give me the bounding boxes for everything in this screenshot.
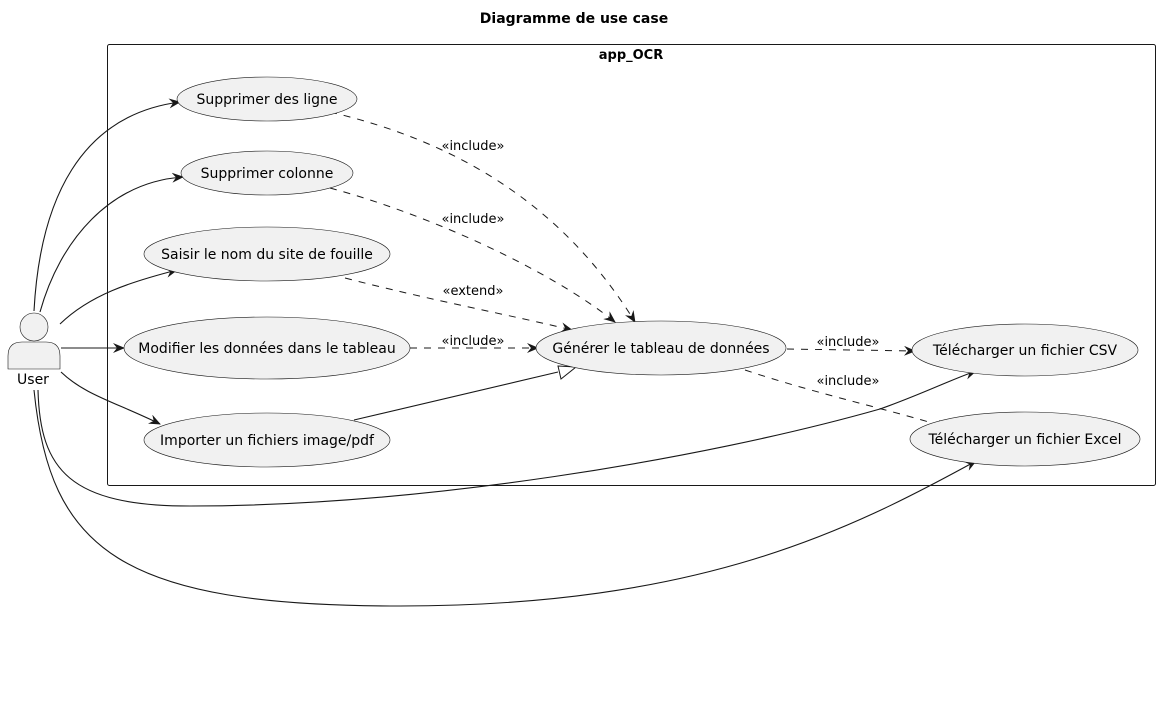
usecase-shape <box>123 316 411 380</box>
usecase-generer-tableau[interactable]: Générer le tableau de données <box>535 320 787 376</box>
usecase-supprimer-colonne[interactable]: Supprimer colonne <box>180 150 354 196</box>
usecase-label: Supprimer colonne <box>201 166 334 182</box>
generalization-arrowhead <box>557 365 578 380</box>
usecase-saisir-nom-site[interactable]: Saisir le nom du site de fouille <box>143 226 391 282</box>
system-boundary <box>107 44 1156 486</box>
usecase-shape <box>176 76 358 122</box>
actor-label: User <box>17 372 49 388</box>
usecase-telecharger-csv[interactable]: Télécharger un fichier CSV <box>911 323 1139 377</box>
actor-body <box>7 341 61 370</box>
assoc-user-importer <box>60 371 161 425</box>
label-supprimer-colonne-include: «include» <box>441 212 504 227</box>
usecase-modifier-donnees[interactable]: Modifier les données dans le tableau <box>123 316 411 380</box>
usecase-shape <box>535 320 787 376</box>
usecase-telecharger-excel[interactable]: Télécharger un fichier Excel <box>909 411 1141 467</box>
usecase-label: Saisir le nom du site de fouille <box>161 247 373 263</box>
label-supprimer-lignes-include: «include» <box>441 139 504 154</box>
dep-saisir-nom-generer <box>344 277 573 333</box>
actor-user[interactable]: User <box>7 312 61 388</box>
usecase-shape <box>911 323 1139 377</box>
dep-supprimer-lignes-generer <box>329 111 636 323</box>
usecase-label: Modifier les données dans le tableau <box>138 341 395 357</box>
usecase-shape <box>143 226 391 282</box>
dep-supprimer-colonne-generer <box>329 187 616 323</box>
actor-head <box>19 312 49 342</box>
usecase-label: Importer un fichiers image/pdf <box>160 433 375 449</box>
assoc-user-telecharger-csv <box>37 369 977 507</box>
usecase-shape <box>180 150 354 196</box>
usecase-shape <box>909 411 1141 467</box>
diagram-title: Diagramme de use case <box>480 11 668 27</box>
assoc-user-supprimer-colonne <box>39 172 184 313</box>
usecase-importer-fichiers[interactable]: Importer un fichiers image/pdf <box>143 412 391 468</box>
assoc-user-supprimer-lignes <box>33 98 181 312</box>
usecase-label: Supprimer des ligne <box>196 92 337 108</box>
label-saisir-nom-extend: «extend» <box>443 284 504 299</box>
label-generer-excel-include: «include» <box>816 374 879 389</box>
usecase-shape <box>143 412 391 468</box>
usecase-label: Générer le tableau de données <box>552 341 769 357</box>
assoc-user-saisir-nom <box>59 267 178 325</box>
usecase-label: Télécharger un fichier Excel <box>927 432 1121 448</box>
assoc-user-telecharger-excel <box>33 389 977 607</box>
system-name: app_OCR <box>599 48 664 63</box>
label-modifier-donnees-include: «include» <box>441 334 504 349</box>
label-generer-csv-include: «include» <box>816 335 879 350</box>
generalization-importer-generer <box>353 371 559 421</box>
usecase-supprimer-lignes[interactable]: Supprimer des ligne <box>176 76 358 122</box>
dep-generer-excel <box>744 369 949 430</box>
usecase-label: Télécharger un fichier CSV <box>932 343 1118 359</box>
